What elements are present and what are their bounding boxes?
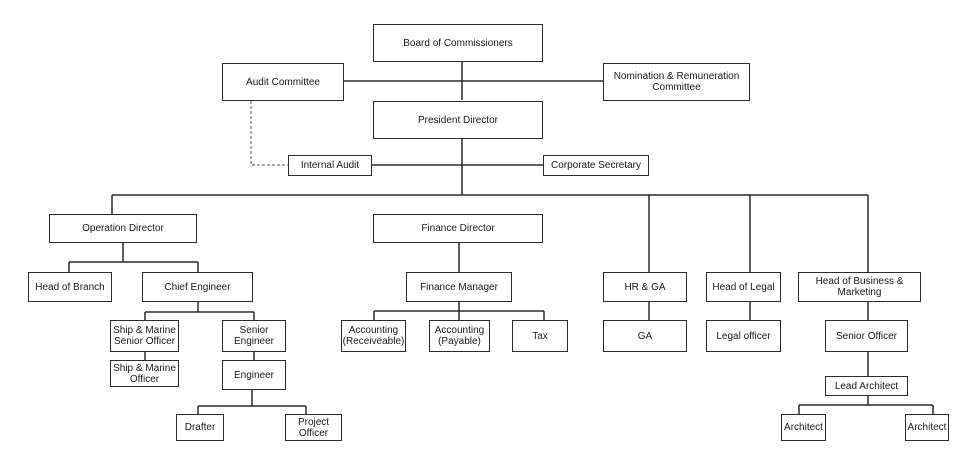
ship-marine-officer-box: Ship & Marine Officer <box>110 360 179 387</box>
president-director-label: President Director <box>417 114 499 126</box>
senior-engineer-label: Senior Engineer <box>233 325 275 347</box>
corporate-secretary-box: Corporate Secretary <box>543 155 649 176</box>
lead-architect-label: Lead Architect <box>834 380 899 392</box>
accounting-receivable-box: Accounting (Receiveable) <box>341 320 406 352</box>
ship-marine-officer-label: Ship & Marine Officer <box>113 362 176 385</box>
nomination-committee-label: Nomination & Remuneration Committee <box>613 71 740 93</box>
finance-director-box: Finance Director <box>373 214 543 243</box>
senior-officer-box: Senior Officer <box>825 320 908 352</box>
legal-officer-box: Legal officer <box>706 320 781 352</box>
lead-architect-box: Lead Architect <box>825 376 908 396</box>
hr-ga-label: HR & GA <box>624 281 666 293</box>
ga-box: GA <box>603 320 687 352</box>
accounting-payable-box: Accounting (Payable) <box>429 320 490 352</box>
architect-right-box: Architect <box>905 414 949 441</box>
drafter-box: Drafter <box>176 414 224 441</box>
finance-director-label: Finance Director <box>421 223 495 234</box>
head-of-branch-label: Head of Branch <box>35 281 105 293</box>
accounting-receivable-label: Accounting (Receiveable) <box>342 325 405 347</box>
internal-audit-box: Internal Audit <box>288 155 372 176</box>
accounting-payable-label: Accounting (Payable) <box>434 325 485 347</box>
head-of-business-marketing-label: Head of Business & Marketing <box>815 276 904 298</box>
head-of-legal-label: Head of Legal <box>712 281 775 293</box>
head-of-branch-box: Head of Branch <box>28 272 112 302</box>
operation-director-label: Operation Director <box>82 223 164 234</box>
architect-left-box: Architect <box>781 414 826 441</box>
audit-committee-label: Audit Committee <box>246 76 320 88</box>
internal-audit-label: Internal Audit <box>300 160 360 171</box>
audit-committee-box: Audit Committee <box>222 63 344 101</box>
chief-engineer-label: Chief Engineer <box>164 281 231 293</box>
ga-label: GA <box>637 330 653 342</box>
ship-marine-senior-officer-box: Ship & Marine Senior Officer <box>110 320 179 352</box>
senior-officer-label: Senior Officer <box>836 330 897 342</box>
legal-officer-label: Legal officer <box>716 330 771 342</box>
nomination-committee-box: Nomination & Remuneration Committee <box>603 63 750 101</box>
president-director-box: President Director <box>373 101 543 139</box>
drafter-label: Drafter <box>184 422 216 433</box>
senior-engineer-box: Senior Engineer <box>222 320 286 352</box>
finance-manager-label: Finance Manager <box>420 281 498 293</box>
ship-marine-senior-officer-label: Ship & Marine Senior Officer <box>113 325 176 347</box>
tax-box: Tax <box>512 320 568 352</box>
architect-left-label: Architect <box>784 422 823 433</box>
engineer-label: Engineer <box>233 369 275 381</box>
corporate-secretary-label: Corporate Secretary <box>550 160 642 171</box>
operation-director-box: Operation Director <box>49 214 197 243</box>
tax-label: Tax <box>532 330 548 342</box>
finance-manager-box: Finance Manager <box>406 272 512 302</box>
engineer-box: Engineer <box>222 360 286 390</box>
chief-engineer-box: Chief Engineer <box>142 272 253 302</box>
head-of-legal-box: Head of Legal <box>706 272 781 302</box>
hr-ga-box: HR & GA <box>603 272 687 302</box>
board-of-commissioners-label: Board of Commissioners <box>403 37 513 49</box>
head-of-business-marketing-box: Head of Business & Marketing <box>798 272 921 302</box>
project-officer-box: Project Officer <box>285 414 342 441</box>
board-of-commissioners-box: Board of Commissioners <box>373 24 543 62</box>
project-officer-label: Project Officer <box>297 416 330 439</box>
architect-right-label: Architect <box>907 422 947 433</box>
